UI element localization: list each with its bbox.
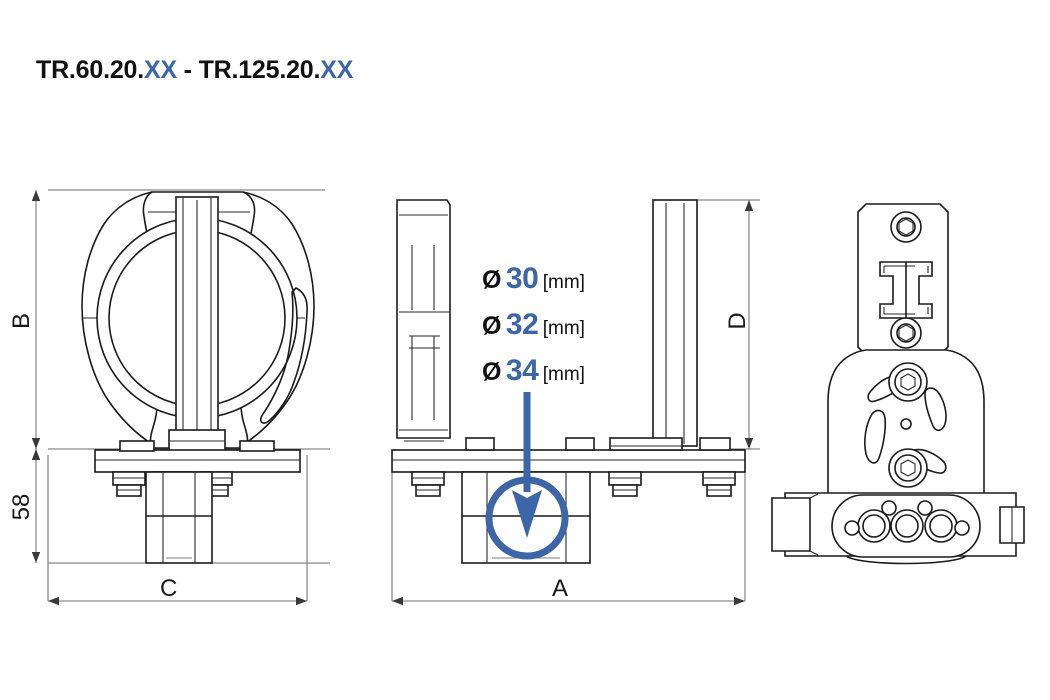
side-view-fastener-2 (608, 471, 642, 497)
callout-diameter-32: Ø 32 [mm] (482, 308, 585, 342)
diameter-value: 34 (505, 354, 539, 387)
dimension-label-D: D (724, 312, 751, 330)
front-view-fastener-left (112, 471, 146, 497)
diameter-unit: [mm] (542, 272, 585, 293)
title-part-right-prefix: TR.125.20. (198, 56, 321, 84)
title-part-left-prefix: TR.60.20. (36, 56, 144, 84)
wing-nut-lower (864, 409, 947, 488)
diameter-value: 32 (505, 308, 539, 341)
diameter-unit: [mm] (542, 318, 585, 339)
title-part-left-suffix: XX (143, 56, 177, 84)
diameter-symbol: Ø (482, 312, 502, 340)
top-view-mounting-plate (771, 203, 1025, 565)
front-view-pipe-clamp (81, 191, 315, 564)
callout-leader-arrow (485, 392, 569, 560)
diameter-symbol: Ø (482, 358, 502, 386)
diameter-symbol: Ø (482, 266, 502, 294)
callout-diameter-30: Ø 30 [mm] (482, 262, 585, 296)
page-title: TR.60.20.XX - TR.125.20.XX (36, 56, 353, 85)
side-view-fastener-1 (411, 471, 445, 497)
dimension-label-A: A (552, 575, 569, 602)
dimension-label-B: B (8, 313, 35, 330)
dimension-label-C: C (160, 575, 178, 602)
diameter-value: 30 (505, 262, 539, 295)
wing-nut-upper (867, 362, 947, 432)
dimension-label-58: 58 (8, 493, 35, 521)
title-part-right-suffix: XX (320, 56, 354, 84)
i-beam-profile-icon (879, 261, 933, 319)
side-view-fastener-3 (702, 471, 736, 497)
title-separator: - (176, 56, 199, 84)
callout-diameter-34: Ø 34 [mm] (482, 354, 585, 388)
diameter-unit: [mm] (542, 364, 585, 385)
